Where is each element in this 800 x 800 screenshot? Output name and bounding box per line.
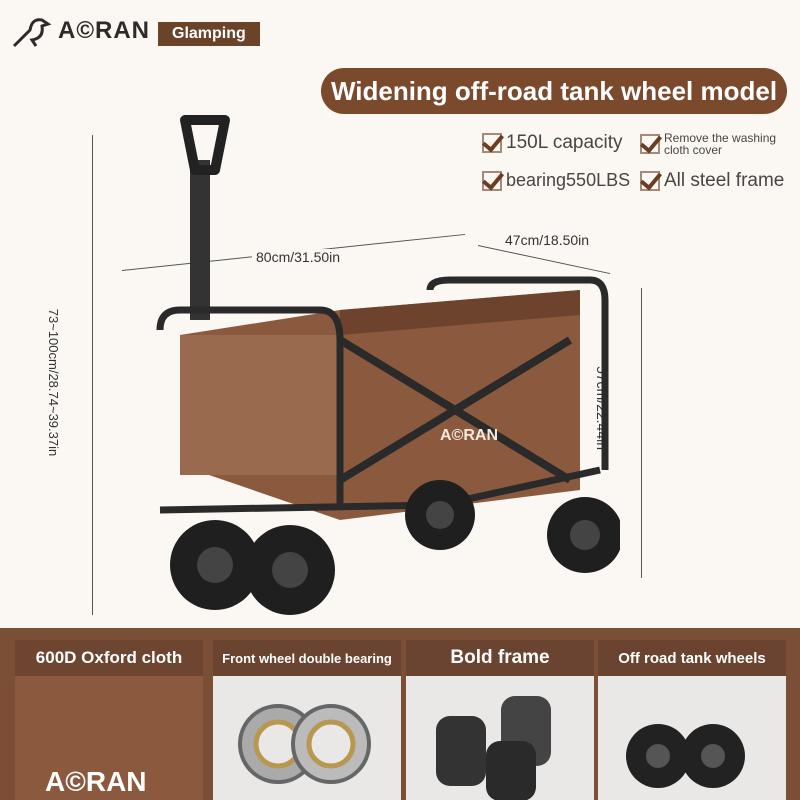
wagon-logo: A©RAN bbox=[440, 427, 498, 444]
feature-frame: All steel frame bbox=[640, 170, 784, 192]
feature-cover: Remove the washing cloth cover bbox=[640, 132, 800, 156]
check-icon bbox=[640, 134, 660, 154]
headline-banner: Widening off-road tank wheel model bbox=[321, 68, 787, 114]
panel-title: 600D Oxford cloth bbox=[15, 640, 203, 676]
category-badge: Glamping bbox=[158, 22, 260, 46]
feature-text: All steel frame bbox=[664, 170, 785, 191]
wagon-image: A©RAN bbox=[156, 115, 620, 615]
check-icon bbox=[640, 171, 660, 191]
panel-cloth: 600D Oxford cloth A©RAN bbox=[15, 640, 203, 800]
check-icon bbox=[482, 133, 502, 153]
panel-bearing: Front wheel double bearing bbox=[213, 640, 401, 800]
steel-tube-icon bbox=[436, 696, 551, 800]
brand-logo: A©RAN bbox=[12, 14, 150, 48]
brand-name: A©RAN bbox=[58, 17, 151, 44]
check-icon bbox=[482, 170, 502, 191]
width-label: 47cm/18.50in bbox=[505, 232, 590, 248]
panel-frame: Bold frame bbox=[406, 640, 594, 800]
bird-logo-icon bbox=[12, 18, 52, 48]
panel-title: Off road tank wheels bbox=[598, 640, 786, 676]
length-label: 80cm/31.50in bbox=[252, 249, 345, 265]
feature-bearing: bearing550LBS bbox=[482, 170, 630, 191]
height-line bbox=[641, 288, 642, 578]
bearing-icon bbox=[238, 704, 371, 784]
panel-title: Bold frame bbox=[406, 640, 594, 676]
handle-height-label: 73~100cm/28.74~39.37in bbox=[46, 308, 62, 457]
panel-wheels: Off road tank wheels bbox=[598, 640, 786, 800]
feature-text: Remove the washing cloth cover bbox=[664, 131, 777, 157]
feature-text: 150L capacity bbox=[506, 132, 623, 153]
feature-capacity: 150L capacity bbox=[482, 132, 623, 154]
panel-title: Front wheel double bearing bbox=[213, 640, 401, 676]
handle-height-line bbox=[92, 135, 93, 615]
feature-text: bearing550LBS bbox=[506, 170, 631, 190]
wheel-icon bbox=[626, 724, 745, 788]
cloth-logo: A©RAN bbox=[45, 766, 147, 797]
